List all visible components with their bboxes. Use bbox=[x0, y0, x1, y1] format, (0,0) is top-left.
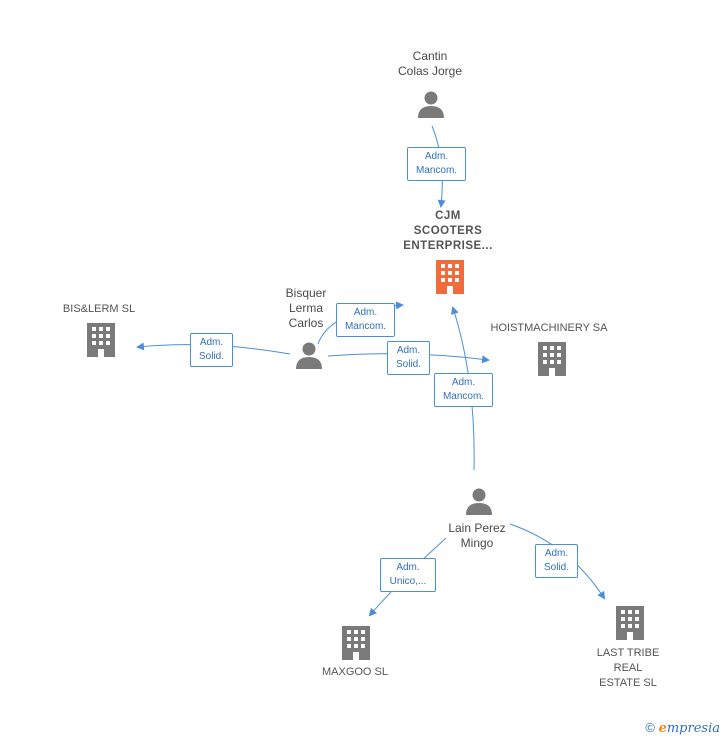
building-icon[interactable] bbox=[613, 605, 647, 641]
company-cjm-label[interactable]: CJM SCOOTERS ENTERPRISE... bbox=[403, 210, 493, 252]
person-cantin-label[interactable]: Cantin Colas Jorge bbox=[397, 49, 463, 78]
company-lasttribe-label[interactable]: LAST TRIBE REAL ESTATE SL bbox=[596, 647, 660, 689]
company-maxgoo-label[interactable]: MAXGOO SL bbox=[321, 666, 389, 678]
brand-initial: e bbox=[658, 721, 667, 736]
edge-label-bisquer-hoist[interactable]: Adm. Solid. bbox=[387, 341, 430, 375]
person-icon[interactable] bbox=[294, 340, 324, 370]
edge-label-cantin-cjm[interactable]: Adm. Mancom. bbox=[407, 147, 466, 181]
person-lain-label[interactable]: Lain Perez Mingo bbox=[448, 521, 506, 550]
company-bislerm-label[interactable]: BIS&LERM SL bbox=[62, 303, 136, 315]
edge-label-bisquer-bislerm[interactable]: Adm. Solid. bbox=[190, 333, 233, 367]
company-hoist-label[interactable]: HOISTMACHINERY SA bbox=[490, 322, 608, 334]
edge-label-bisquer-cjm[interactable]: Adm. Mancom. bbox=[336, 303, 395, 337]
brand-name: mpresia bbox=[666, 721, 720, 736]
building-icon-main[interactable] bbox=[433, 259, 467, 295]
brand-footer: © empresia bbox=[645, 720, 720, 736]
building-icon[interactable] bbox=[84, 322, 118, 358]
copyright-symbol: © bbox=[645, 720, 655, 735]
person-bisquer-label[interactable]: Bisquer Lerma Carlos bbox=[285, 286, 327, 330]
edge-label-lain-maxgoo[interactable]: Adm. Unico,... bbox=[380, 558, 436, 592]
edge-label-lain-cjm[interactable]: Adm. Mancom. bbox=[434, 373, 493, 407]
building-icon[interactable] bbox=[535, 341, 569, 377]
edge-label-lain-lasttribe[interactable]: Adm. Solid. bbox=[535, 544, 578, 578]
person-icon[interactable] bbox=[464, 486, 494, 516]
person-icon[interactable] bbox=[416, 89, 446, 119]
building-icon[interactable] bbox=[339, 625, 373, 661]
